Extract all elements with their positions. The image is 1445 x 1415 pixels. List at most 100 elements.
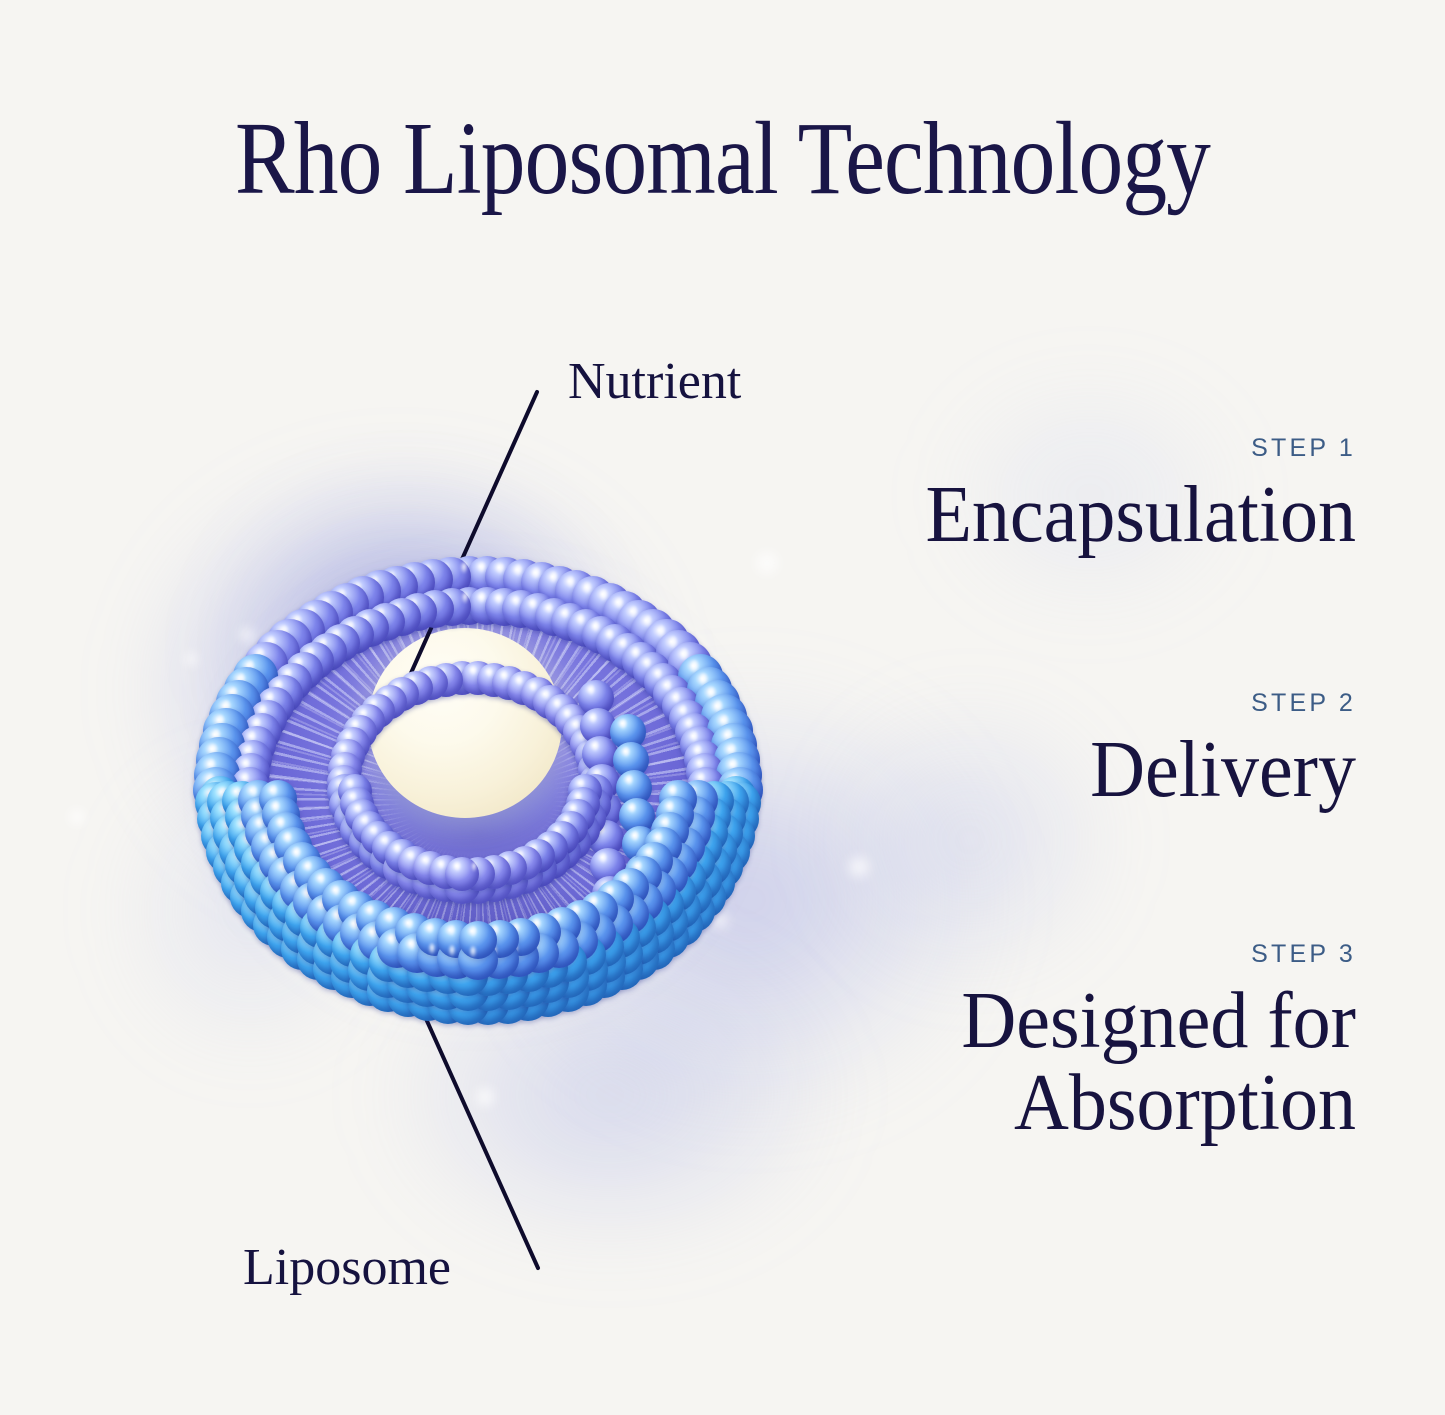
phospholipid-head-highlight [592,741,600,752]
step-2-title: Delivery [1090,726,1356,814]
phospholipid-head-highlight [590,713,598,724]
phospholipid-head-highlight [422,856,430,867]
phospholipid-head-highlight [388,933,397,946]
phospholipid-head-highlight [241,772,250,785]
phospholipid-head-highlight [259,704,268,717]
phospholipid-head-highlight [554,826,561,837]
phospholipid-head-highlight [572,719,580,730]
phospholipid-head-highlight [394,844,401,855]
phospholipid-head-highlight [253,717,261,730]
phospholipid-head-highlight [332,885,341,897]
phospholipid-head-highlight [583,582,592,596]
phospholipid-head-highlight [554,698,562,709]
phospholipid-head-highlight [590,895,598,908]
phospholipid-head-highlight [664,680,672,692]
phospholipid-head-highlight [334,909,343,922]
phospholipid-head-highlight [351,919,360,932]
steps-list: STEP 1 Encapsulation STEP 2 Delivery STE… [760,436,1356,1144]
phospholipid-head-highlight [354,803,362,815]
phospholipid-head-highlight [269,847,278,860]
phospholipid-head-highlight [621,873,630,886]
phospholipid-head-highlight [337,756,345,767]
phospholipid-head-highlight [542,689,550,700]
phospholipid-head-highlight [370,826,378,837]
phospholipid-head-highlight [352,719,359,730]
phospholipid-head-highlight [317,873,326,886]
phospholipid-head-highlight [340,743,348,755]
phospholipid-head-highlight [249,785,258,798]
phospholipid-head-highlight [656,625,666,639]
phospholipid-head-highlight [714,700,724,715]
phospholipid-head-highlight [632,831,640,842]
phospholipid-head-highlight [662,817,670,829]
phospholipid-head-highlight [606,629,614,641]
phospholipid-head-highlight [600,853,608,864]
phospholipid-head-highlight [724,728,734,743]
phospholipid-head-highlight [361,815,369,826]
phospholipid-head-highlight [566,576,576,590]
phospholipid-head-highlight [272,801,281,813]
phospholipid-head-highlight [690,731,699,743]
phospholipid-head-highlight [426,922,435,935]
phospholipid-head-highlight [407,850,415,862]
phospholipid-head-highlight [385,912,394,924]
phospholipid-head [459,921,497,959]
phospholipid-head-highlight [553,912,561,924]
phospholipid-head-highlight [369,927,378,939]
phospholipid-head-highlight [284,668,293,681]
step-item-3: STEP 3 Designed for Absorption [760,942,1356,1144]
phospholipid-head-highlight [370,698,378,709]
phospholipid-head-highlight [694,744,702,757]
phospholipid-head-highlight [516,675,523,686]
callout-label-nutrient: Nutrient [568,353,742,410]
phospholipid-head-highlight [629,803,637,814]
phospholipid-head-highlight [382,689,389,700]
phospholipid-head-highlight [406,918,414,930]
phospholipid-head-highlight [626,775,634,786]
phospholipid-head-highlight [460,561,469,574]
phospholipid-head-highlight [577,778,585,790]
phospholipid-head-highlight [575,791,582,802]
phospholipid-head-highlight [685,717,694,730]
phospholipid-head-highlight [262,832,271,845]
phospholipid-head-highlight [275,680,283,692]
phospholipid-head-highlight [669,785,677,797]
phospholipid-head-highlight [666,801,675,813]
callout-label-liposome: Liposome [243,1239,451,1296]
phospholipid-head-highlight [407,938,416,951]
phospholipid-head-highlight [570,803,578,815]
phospholipid-head-highlight [632,647,640,659]
phospholipid-head-highlight [729,758,739,773]
phospholipid-head-highlight [266,692,275,704]
phospholipid-head-highlight [228,686,238,701]
phospholipid-head-highlight [549,571,559,584]
phospholipid-head-highlight [634,860,643,873]
phospholipid-head-highlight [572,905,580,917]
phospholipid-head-highlight [244,744,253,757]
phospholipid-head-highlight [242,758,251,771]
phospholipid-head-highlight [679,704,688,717]
phospholipid-head-highlight [461,592,469,604]
phospholipid-head-highlight [533,918,541,930]
phospholipid-head-highlight [349,895,357,908]
phospholipid-head-highlight [643,657,652,670]
phospholipid-head-highlight [672,692,681,704]
phospholipid-head-highlight [614,596,624,610]
phospholipid-head-highlight [563,815,570,826]
page-title: Rho Liposomal Technology [234,101,1211,216]
phospholipid-head-highlight [284,832,292,844]
phospholipid-head-highlight [345,731,353,742]
phospholipid-head-highlight [620,719,628,730]
phospholipid-head-highlight [696,758,705,771]
phospholipid-head-highlight [668,636,678,650]
phospholipid-head-highlight [592,621,600,633]
phospholipid-head-highlight [304,860,313,873]
phospholipid-head-highlight [448,925,456,937]
liposome-body [192,540,764,1040]
nutrient-core [368,628,562,818]
bokeh-sparkle [60,800,94,834]
phospholipid-head-highlight [561,608,570,620]
phospholipid-head-highlight [643,615,653,629]
phospholipid-head-highlight [251,801,260,814]
